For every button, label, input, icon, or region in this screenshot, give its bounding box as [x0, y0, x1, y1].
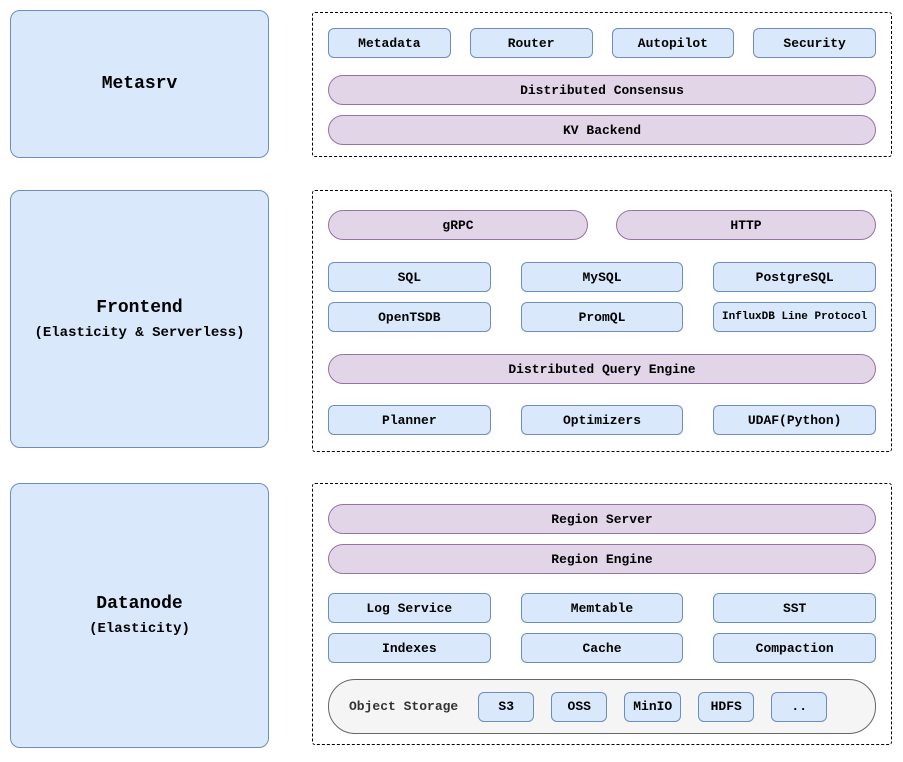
- component-promql: PromQL: [520, 302, 684, 332]
- metasrv-components-row: Metadata Router Autopilot Security: [328, 28, 876, 58]
- component-udaf-python: UDAF(Python): [713, 405, 876, 435]
- frontend-protocol-pills-row: gRPC HTTP: [328, 210, 876, 240]
- component-planner: Planner: [328, 405, 491, 435]
- backend-oss: OSS: [551, 691, 608, 722]
- component-mysql: MySQL: [520, 262, 684, 292]
- component-influxdb-line-protocol: InfluxDB Line Protocol: [713, 302, 876, 332]
- backend-more: ..: [771, 691, 828, 722]
- frontend-protocols-row1: SQL MySQL PostgreSQL: [328, 262, 876, 292]
- component-sst: SST: [713, 593, 876, 623]
- pill-kv-backend: KV Backend: [328, 115, 876, 145]
- pill-region-engine: Region Engine: [328, 544, 876, 574]
- component-metadata: Metadata: [328, 28, 451, 58]
- component-compaction: Compaction: [713, 633, 876, 663]
- object-storage-label: Object Storage: [349, 699, 459, 714]
- component-router: Router: [469, 28, 593, 58]
- component-sql: SQL: [328, 262, 491, 292]
- component-opentsdb: OpenTSDB: [328, 302, 491, 332]
- component-indexes: Indexes: [328, 633, 491, 663]
- backend-hdfs: HDFS: [698, 691, 755, 722]
- object-storage-backends: S3 OSS MinIO HDFS ..: [478, 691, 828, 722]
- pill-distributed-consensus: Distributed Consensus: [328, 75, 876, 105]
- datanode-node: Datanode (Elasticity): [10, 483, 269, 748]
- frontend-protocols-row2: OpenTSDB PromQL InfluxDB Line Protocol: [328, 302, 876, 332]
- component-cache: Cache: [520, 633, 684, 663]
- frontend-node-subtitle: (Elasticity & Serverless): [34, 324, 245, 341]
- pill-http: HTTP: [616, 210, 876, 240]
- datanode-components-row2: Indexes Cache Compaction: [328, 633, 876, 663]
- object-storage-container: Object Storage S3 OSS MinIO HDFS ..: [328, 679, 876, 734]
- datanode-node-subtitle: (Elasticity): [89, 621, 190, 637]
- component-postgresql: PostgreSQL: [713, 262, 876, 292]
- pill-region-server: Region Server: [328, 504, 876, 534]
- metasrv-node-title: Metasrv: [101, 74, 178, 94]
- component-memtable: Memtable: [520, 593, 684, 623]
- datanode-group: Region Server Region Engine Log Service …: [312, 483, 892, 745]
- metasrv-node: Metasrv: [10, 10, 269, 158]
- component-security: Security: [753, 28, 876, 58]
- frontend-engine-components-row: Planner Optimizers UDAF(Python): [328, 405, 876, 435]
- frontend-node-title: Frontend: [96, 297, 183, 318]
- component-log-service: Log Service: [328, 593, 491, 623]
- metasrv-group: Metadata Router Autopilot Security Distr…: [312, 12, 892, 157]
- pill-distributed-query-engine: Distributed Query Engine: [328, 354, 876, 384]
- component-autopilot: Autopilot: [611, 28, 735, 58]
- pill-grpc: gRPC: [328, 210, 588, 240]
- backend-s3: S3: [478, 691, 535, 722]
- frontend-node: Frontend (Elasticity & Serverless): [10, 190, 269, 448]
- backend-minio: MinIO: [624, 691, 682, 722]
- frontend-group: gRPC HTTP SQL MySQL PostgreSQL OpenTSDB …: [312, 190, 892, 452]
- datanode-node-title: Datanode: [96, 594, 183, 614]
- component-optimizers: Optimizers: [520, 405, 684, 435]
- datanode-components-row1: Log Service Memtable SST: [328, 593, 876, 623]
